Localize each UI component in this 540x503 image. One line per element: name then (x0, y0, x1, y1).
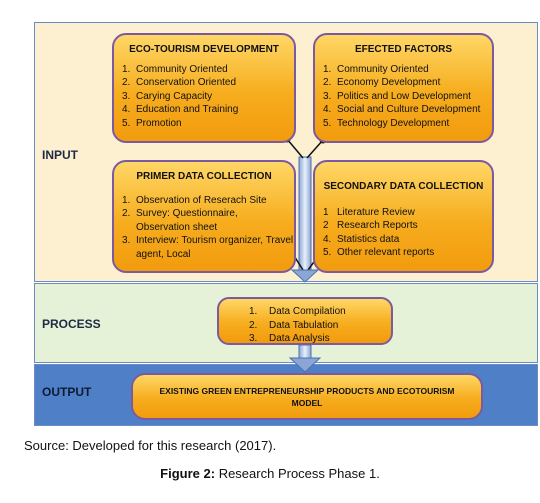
list-number: 3. (122, 235, 131, 246)
list-item: 4. Statistics data (315, 233, 492, 247)
list-item: 1 Literature Review (315, 206, 492, 220)
list-text: Community Oriented (136, 63, 228, 75)
list-item: 2. Economy Development (315, 76, 492, 90)
list-text: Data Compilation (269, 306, 346, 317)
secondary-title: SECONDARY DATA COLLECTION (323, 181, 484, 192)
eco-tourism-list: 1. Community Oriented 2. Conservation Orie… (114, 63, 294, 131)
list-text: Education and Training (136, 104, 239, 115)
eco-tourism-title: ECO-TOURISM DEVELOPMENT (129, 44, 279, 55)
list-text: Promotion (136, 117, 182, 129)
list-text: Other relevant reports (337, 247, 435, 258)
list-number: 5. (323, 117, 332, 129)
list-number: 3. (323, 90, 332, 102)
list-item: 1. Community Oriented (114, 63, 294, 77)
list-item: 1. Observation of Reserach Site (114, 194, 294, 208)
process-box: 1. Data Compilation 2. Data Tabulation 3. D… (217, 297, 393, 345)
list-item: 4. Education and Training (114, 103, 294, 117)
list-item: 2. Data Tabulation (241, 319, 391, 333)
connector-line-eco (286, 138, 304, 159)
list-item: 3. Politics and Low Development (315, 90, 492, 104)
output-label: OUTPUT (42, 385, 92, 399)
list-text: Data Analysis (269, 333, 330, 344)
list-number: 3. (249, 333, 258, 344)
output-box: EXISTING GREEN ENTREPRENEURSHIP PRODUCTS… (131, 373, 483, 420)
list-text: Technology Development (337, 117, 450, 129)
figure-caption: Figure 2: Research Process Phase 1. (0, 466, 540, 481)
list-number: 2. (122, 208, 131, 219)
list-item: 2. Conservation Oriented (114, 76, 294, 90)
list-number: 3. (122, 90, 131, 102)
primer-list: 1. Observation of Reserach Site 2. Survey:… (114, 194, 294, 262)
primer-title: PRIMER DATA COLLECTION (136, 171, 272, 182)
list-text: Literature Review (337, 206, 415, 218)
input-to-process-arrow-head (290, 269, 320, 283)
list-number: 4. (122, 104, 131, 115)
list-number: 2. (122, 77, 131, 88)
efected-factors-title: EFECTED FACTORS (354, 44, 453, 55)
list-text: Social and Culture Development (337, 104, 481, 115)
efected-factors-box: EFECTED FACTORS 1. Community Oriented 2. E… (313, 33, 494, 143)
list-text: Interview: Tourism organizer, Travel age… (136, 235, 294, 260)
input-label: INPUT (42, 148, 78, 162)
list-number: 2. (249, 319, 258, 331)
list-number: 5. (122, 117, 131, 129)
connector-line-factors (306, 139, 324, 159)
list-text: Carying Capacity (136, 90, 213, 102)
list-number: 1. (122, 194, 131, 206)
list-number: 1 (323, 206, 329, 218)
list-number: 1. (122, 63, 131, 75)
list-item: 3. Carying Capacity (114, 90, 294, 104)
list-text: Research Reports (337, 220, 418, 231)
list-text: Statistics data (337, 233, 400, 245)
output-line-2: MODEL (291, 398, 323, 408)
list-item: 5. Other relevant reports (315, 246, 492, 260)
process-label: PROCESS (42, 317, 101, 331)
primer-data-collection-box: PRIMER DATA COLLECTION 1. Observation of … (112, 160, 296, 273)
figure-label: Figure 2: (160, 466, 216, 481)
process-to-output-arrow-head (288, 357, 322, 373)
list-text: Economy Development (337, 77, 441, 88)
figure-text: Research Process Phase 1. (215, 466, 380, 481)
list-text: Observation of Reserach Site (136, 194, 267, 206)
list-item: 3. Interview: Tourism organizer, Travel a… (114, 234, 294, 261)
list-text: Survey: Questionnaire, Observation sheet (136, 208, 238, 233)
output-line-1: EXISTING GREEN ENTREPRENEURSHIP PRODUCTS… (159, 386, 455, 396)
source-note: Source: Developed for this research (201… (24, 438, 277, 453)
list-number: 1. (249, 306, 258, 317)
list-number: 1. (323, 63, 332, 75)
list-item: 3. Data Analysis (241, 332, 391, 346)
list-item: 2. Survey: Questionnaire, Observation she… (114, 207, 294, 234)
secondary-data-collection-box: SECONDARY DATA COLLECTION 1 Literature Re… (313, 160, 494, 273)
list-item: 2 Research Reports (315, 219, 492, 233)
list-text: Politics and Low Development (337, 90, 471, 102)
list-item: 5. Promotion (114, 117, 294, 131)
eco-tourism-development-box: ECO-TOURISM DEVELOPMENT 1. Community Orie… (112, 33, 296, 143)
list-number: 5. (323, 247, 332, 258)
central-shaft (298, 156, 312, 272)
list-number: 2. (323, 77, 332, 88)
process-to-output-shaft (298, 344, 312, 359)
list-item: 4. Social and Culture Development (315, 103, 492, 117)
efected-factors-list: 1. Community Oriented 2. Economy Developme… (315, 63, 492, 131)
list-number: 4. (323, 233, 332, 245)
secondary-list: 1 Literature Review 2 Research Reports 4. S… (315, 206, 492, 260)
list-text: Community Oriented (337, 63, 429, 75)
list-text: Conservation Oriented (136, 77, 237, 88)
list-item: 1. Community Oriented (315, 63, 492, 77)
list-item: 5. Technology Development (315, 117, 492, 131)
list-text: Data Tabulation (269, 319, 339, 331)
list-number: 2 (323, 220, 329, 231)
process-list: 1. Data Compilation 2. Data Tabulation 3. D… (241, 305, 391, 346)
list-item: 1. Data Compilation (241, 305, 391, 319)
list-number: 4. (323, 104, 332, 115)
